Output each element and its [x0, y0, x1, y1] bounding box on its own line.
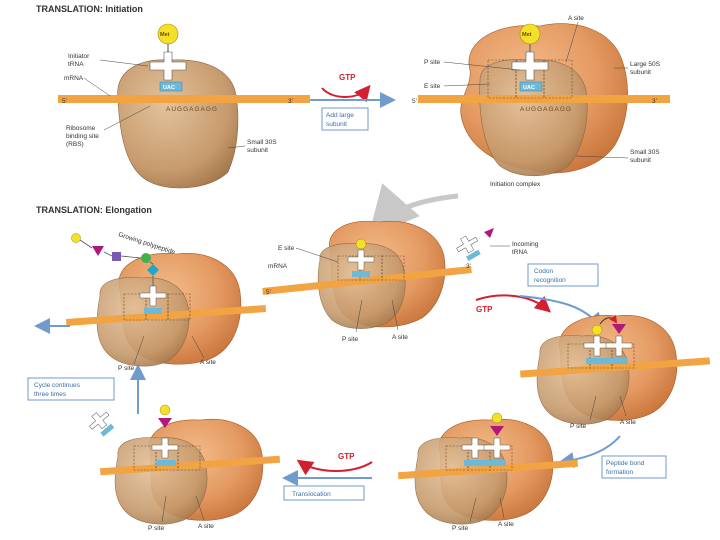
codon-recognized-panel: P site A site: [520, 314, 711, 430]
elong-e-site-label: E site: [278, 245, 295, 252]
peptide-bond-box: [601, 455, 667, 479]
met-label-2: Met: [522, 32, 532, 38]
initiation-step-arrows: GTP Add large subunit: [310, 73, 396, 131]
translocated-panel: P site A site: [89, 404, 281, 532]
growing-polypeptide-label: Growing polypeptide: [117, 231, 176, 256]
codon-recognition-label-2: recognition: [534, 277, 566, 284]
elongation-start-panel: 5' 3' Incoming tRNA E site mRNA P site A…: [262, 220, 539, 343]
peptide-bond-label-2: formation: [606, 469, 633, 476]
aa-diamond: [147, 264, 159, 276]
small-subunit-label-1: Small 30S: [247, 139, 277, 146]
initiator-trna-2: UAC: [511, 44, 549, 92]
incoming-trna-label-2: tRNA: [512, 249, 528, 256]
initiator-trna-label-1: Initiator: [68, 53, 90, 60]
mrna-codons: AUGGAGAGG: [166, 106, 218, 113]
transloc-a-site-label: A site: [198, 523, 214, 530]
recognized-a-site-label: A site: [620, 419, 636, 426]
ejected-trna: [89, 411, 115, 437]
mrna-5prime-label-2: 5': [412, 98, 417, 105]
met-amino-acid-2: [519, 23, 541, 45]
elongation-header: TRANSLATION: Elongation: [36, 205, 152, 215]
transloc-p-site-label: P site: [148, 525, 165, 532]
aa-purple: [112, 252, 121, 261]
mrna-strand: [58, 95, 310, 103]
translocation-label: Translocation: [292, 491, 331, 498]
recognized-p-site-label: P site: [570, 423, 587, 430]
large-subunit-label-2: subunit: [630, 69, 651, 76]
translocation-gtp-arrow: [296, 459, 373, 476]
initiation-header: TRANSLATION: Initiation: [36, 4, 143, 14]
small-subunit-2-label-1: Small 30S: [630, 149, 660, 156]
mrna-5prime-label: 5': [62, 98, 67, 105]
incoming-trna: [456, 235, 481, 261]
growing-a-site-label: A site: [200, 359, 216, 366]
growing-polypeptide-panel: Growing polypeptide P site A site: [34, 231, 267, 372]
mrna-strand-2: [418, 95, 670, 103]
large-subunit-label-1: Large 50S: [630, 61, 661, 68]
elong-3prime-label: 3': [466, 263, 471, 270]
e-site-label-top: E site: [424, 83, 441, 90]
mrna-codons-2: AUGGAGAGG: [520, 106, 572, 113]
small-subunit-body: [117, 59, 239, 189]
initiation-complex-panel: 5' 3' AUGGAGAGG UAC Met A site P site E …: [412, 15, 670, 188]
initiation-complex-label: Initiation complex: [490, 181, 541, 188]
growing-p-site-label: P site: [118, 365, 135, 372]
translocation-gtp-label: GTP: [338, 452, 355, 461]
peptide-bond-label-1: Peptide bond: [606, 460, 645, 467]
cycle-continues-box: [27, 377, 115, 401]
met-amino-acid: [157, 23, 179, 45]
codon-recognition-gtp-label: GTP: [476, 305, 493, 314]
mrna-strand-top: [262, 266, 472, 295]
anticodon-label: UAC: [163, 85, 175, 91]
incoming-trna-label-1: Incoming: [512, 241, 539, 248]
incoming-amino-acid: [484, 228, 494, 238]
met-label: Met: [160, 32, 170, 38]
anticodon-box: [159, 81, 183, 92]
mrna-3prime-label: 3': [288, 98, 293, 105]
cycle-continues-label-1: Cycle continues: [34, 382, 81, 389]
aa-magenta: [92, 246, 104, 256]
p-site-label-top: P site: [424, 59, 441, 66]
elong-top-p-site-label: P site: [342, 336, 359, 343]
elong-5prime-label: 5': [266, 289, 271, 296]
initiator-trna-label-2: tRNA: [68, 61, 84, 68]
cycle-continues-label-2: three times: [34, 391, 67, 398]
bond-p-site-label: P site: [452, 525, 469, 532]
rbs-label-3: (RBS): [66, 141, 84, 148]
anticodon-label-2: UAC: [523, 85, 535, 91]
elong-mrna-label: mRNA: [268, 263, 288, 270]
initiation-small-subunit-panel: 5' 3' AUGGAGAGG UAC Met Initiator tRNA m…: [58, 23, 310, 189]
bond-a-site-label: A site: [498, 521, 514, 528]
mrna-3prime-label-2: 3': [652, 98, 657, 105]
codon-recognition-gtp-arrow: [475, 294, 551, 313]
initiator-trna: UAC: [149, 44, 187, 92]
small-subunit-2-label-2: subunit: [630, 157, 651, 164]
rbs-label-2: binding site: [66, 133, 99, 140]
rbs-label-1: Ribosome: [66, 125, 96, 132]
codon-recognition-label-1: Codon: [534, 268, 554, 275]
aa-green: [141, 253, 151, 263]
add-large-subunit-label-1: Add large: [326, 112, 354, 119]
a-site-region: [543, 59, 573, 99]
aa-met: [71, 233, 81, 243]
codon-recognition-box: [527, 263, 599, 287]
translocation-box: [283, 485, 365, 501]
a-site-label-top: A site: [568, 15, 584, 22]
initiation-gtp-label: GTP: [339, 73, 356, 82]
peptide-bond-panel: P site A site: [398, 412, 579, 532]
mrna-label: mRNA: [64, 75, 84, 82]
add-large-subunit-label-2: subunit: [326, 121, 347, 128]
small-subunit-label-2: subunit: [247, 147, 268, 154]
elong-top-a-site-label: A site: [392, 334, 408, 341]
add-large-subunit-box: [321, 107, 369, 131]
